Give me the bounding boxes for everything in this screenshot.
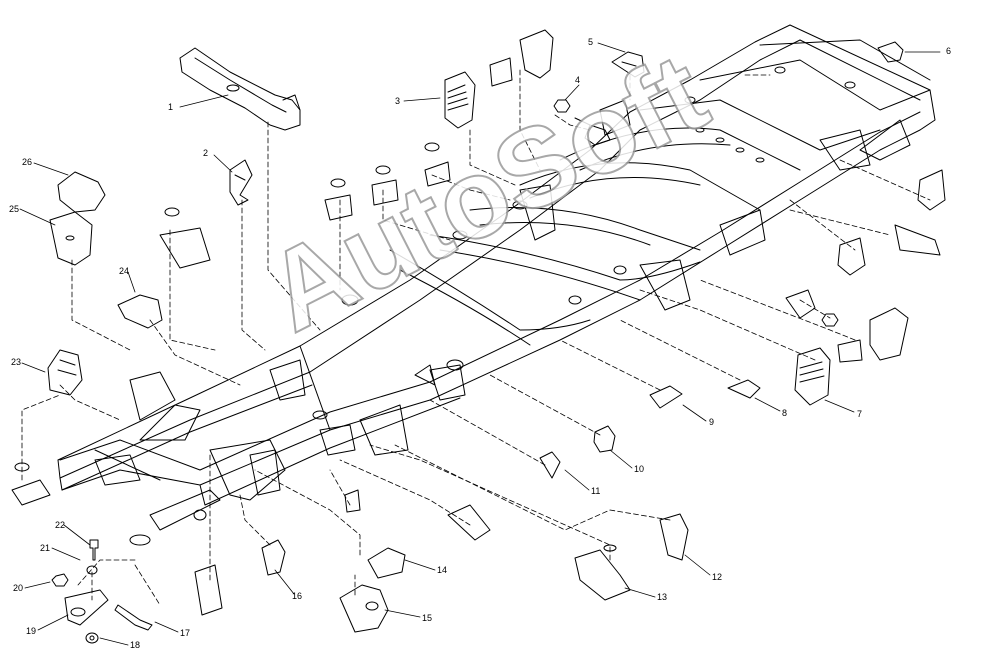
callout-24: 24	[119, 266, 130, 276]
part-8-bracket	[727, 379, 761, 399]
part-1-cross-member	[179, 47, 301, 131]
part-11-clip	[539, 451, 561, 479]
part-3-pad	[444, 71, 476, 129]
callout-25: 25	[9, 204, 20, 214]
bracket-top	[489, 29, 946, 276]
callout-26: 26	[22, 157, 33, 167]
callout-3: 3	[395, 96, 401, 106]
callout-16: 16	[292, 591, 303, 601]
part-9-bracket	[649, 385, 683, 409]
bracket-right	[785, 289, 909, 363]
callout-14: 14	[437, 565, 448, 575]
part-5-bracket	[611, 51, 645, 78]
part-14-bracket	[367, 547, 406, 579]
part-18-washer	[85, 632, 99, 644]
callout-21: 21	[40, 543, 51, 553]
callout-1: 1	[168, 102, 174, 112]
callout-7: 7	[857, 409, 863, 419]
part-25-mount	[49, 211, 93, 266]
part-24-pad	[117, 294, 163, 329]
part-16-bracket	[261, 539, 286, 576]
callout-pointers	[19, 42, 941, 646]
callout-2: 2	[203, 148, 209, 158]
part-12-shield	[659, 513, 689, 561]
part-23-bracket	[47, 349, 83, 396]
callout-9: 9	[709, 417, 715, 427]
bushings	[11, 142, 451, 506]
part-13-bracket	[574, 544, 631, 601]
callout-23: 23	[11, 357, 22, 367]
part-21-washer	[86, 565, 98, 575]
part-7-pad	[794, 347, 831, 406]
callout-6: 6	[946, 46, 952, 56]
callout-22: 22	[55, 520, 66, 530]
callout-11: 11	[591, 486, 601, 496]
part-17-bolt	[114, 604, 153, 631]
part-15-shield	[339, 584, 389, 633]
callout-10: 10	[634, 464, 645, 474]
part-20-nut	[51, 573, 69, 587]
callout-4: 4	[575, 75, 581, 85]
callout-13: 13	[657, 592, 668, 602]
callout-18: 18	[130, 640, 141, 650]
part-22-bolt	[89, 539, 99, 561]
callout-5: 5	[588, 37, 594, 47]
leader-lines	[21, 69, 931, 606]
vehicle-frame	[57, 24, 936, 546]
callout-15: 15	[422, 613, 433, 623]
callout-17: 17	[180, 628, 191, 638]
callout-20: 20	[13, 583, 24, 593]
part-19-tow-hook	[64, 589, 109, 626]
part-10-clip	[593, 425, 616, 453]
part-2-bracket	[229, 159, 253, 206]
callout-19: 19	[26, 626, 37, 636]
part-6-bracket	[877, 41, 904, 63]
part-26-mount	[57, 171, 106, 213]
callout-8: 8	[782, 408, 788, 418]
part-4-nut	[553, 99, 611, 146]
callout-12: 12	[712, 572, 723, 582]
bracket-lower	[194, 489, 491, 616]
